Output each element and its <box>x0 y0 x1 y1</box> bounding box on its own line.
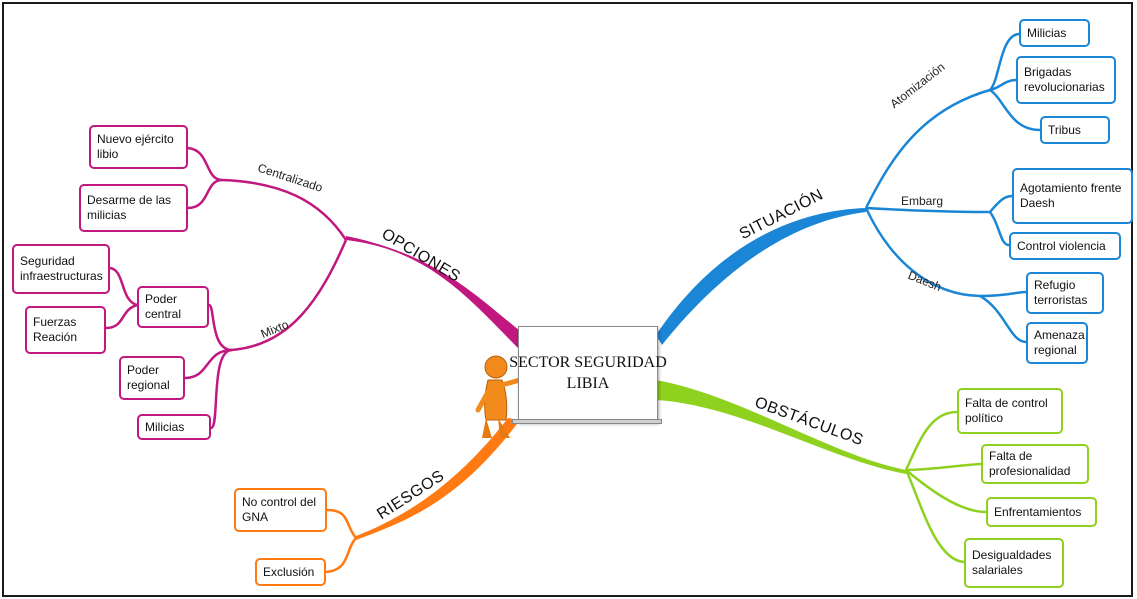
sub-label-embarg[interactable]: Embarg <box>901 194 944 208</box>
node-falta-control-politico[interactable]: Falta de control político <box>957 388 1063 434</box>
node-tribus[interactable]: Tribus <box>1040 116 1110 144</box>
node-desarme-milicias[interactable]: Desarme de las milicias <box>79 184 188 232</box>
node-brigadas-revolucionarias[interactable]: Brigadas revolucionarias <box>1016 56 1116 104</box>
riesgos-connectors <box>325 508 357 574</box>
obstaculos-connectors <box>904 410 987 564</box>
board-ledge <box>512 419 662 424</box>
node-no-control-gna[interactable]: No control del GNA <box>234 488 327 532</box>
opciones-connectors <box>105 146 348 430</box>
node-poder-regional[interactable]: Poder regional <box>119 356 185 400</box>
node-milicias-mixto[interactable]: Milicias <box>137 414 211 440</box>
node-exclusion[interactable]: Exclusión <box>255 558 326 586</box>
node-refugio-terroristas[interactable]: Refugio terroristas <box>1026 272 1104 314</box>
node-amenaza-regional[interactable]: Amenaza regional <box>1026 322 1088 364</box>
branch-obstaculos <box>656 380 906 474</box>
central-board <box>518 326 658 422</box>
branch-opciones <box>346 236 524 350</box>
node-nuevo-ejercito[interactable]: Nuevo ejército libio <box>89 125 188 169</box>
central-topic-line2: LIBIA <box>566 375 610 392</box>
node-desigualdades-salariales[interactable]: Desigualdades salariales <box>964 538 1064 588</box>
node-fuerzas-reacion[interactable]: Fuerzas Reación <box>25 306 106 354</box>
situacion-connectors <box>864 32 1041 344</box>
central-topic-line1: SECTOR SEGURIDAD <box>509 354 667 371</box>
node-enfrentamientos[interactable]: Enfrentamientos <box>986 497 1097 527</box>
node-poder-central[interactable]: Poder central <box>137 286 209 328</box>
presenter-figure-icon <box>475 355 523 438</box>
node-falta-profesionalidad[interactable]: Falta de profesionalidad <box>981 444 1089 484</box>
node-agotamiento-daesh[interactable]: Agotamiento frente Daesh <box>1012 168 1133 224</box>
node-seguridad-infraestructuras[interactable]: Seguridad infraestructuras <box>12 244 110 294</box>
central-topic[interactable]: SECTOR SEGURIDAD LIBIA <box>478 352 698 394</box>
node-milicias-atom[interactable]: Milicias <box>1019 19 1090 47</box>
node-control-violencia[interactable]: Control violencia <box>1009 232 1121 260</box>
